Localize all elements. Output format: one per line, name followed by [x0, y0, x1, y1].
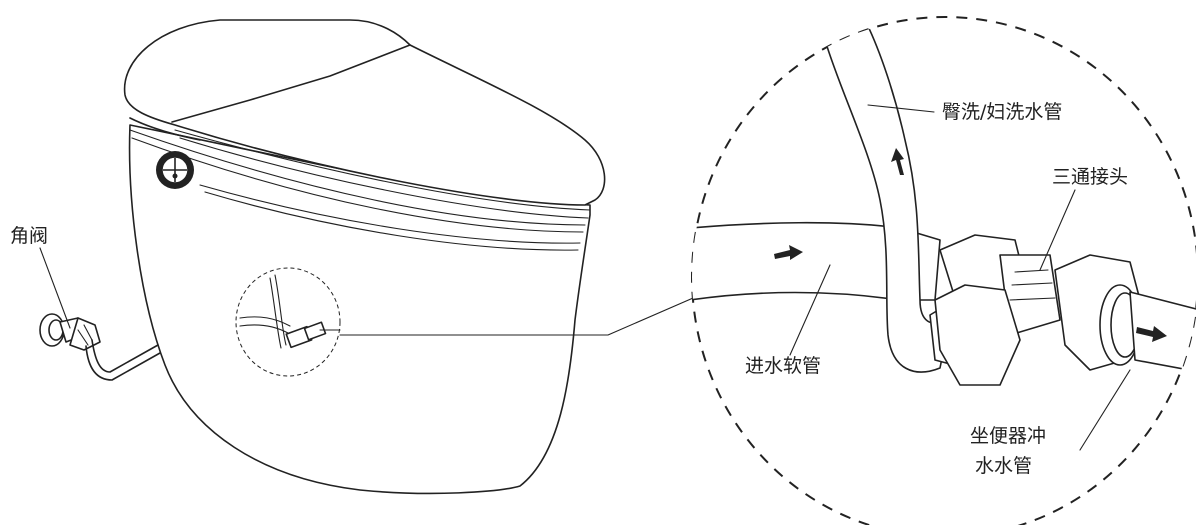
bidet-pipe-shape [824, 19, 951, 373]
label-tee-joint: 三通接头 [1052, 166, 1128, 188]
detail-callout-small [235, 267, 701, 377]
label-flush-pipe-line1: 坐便器冲 [970, 425, 1046, 447]
label-angle-valve: 角阀 [10, 225, 48, 247]
flush-flow-arrow [1136, 326, 1167, 342]
label-flush-pipe-line2: 水水管 [975, 455, 1032, 477]
toilet-lid [123, 19, 606, 206]
label-bidet-pipe: 臀洗/妇洗水管 [942, 101, 1062, 123]
angle-valve-assembly [39, 247, 161, 381]
smart-toilet [123, 19, 606, 495]
lid-seam [171, 44, 411, 123]
inlet-flow-arrow [774, 245, 803, 260]
detail-callout-large [691, 16, 1196, 525]
bidet-flow-arrow [891, 148, 904, 175]
label-inlet-hose: 进水软管 [745, 355, 821, 377]
